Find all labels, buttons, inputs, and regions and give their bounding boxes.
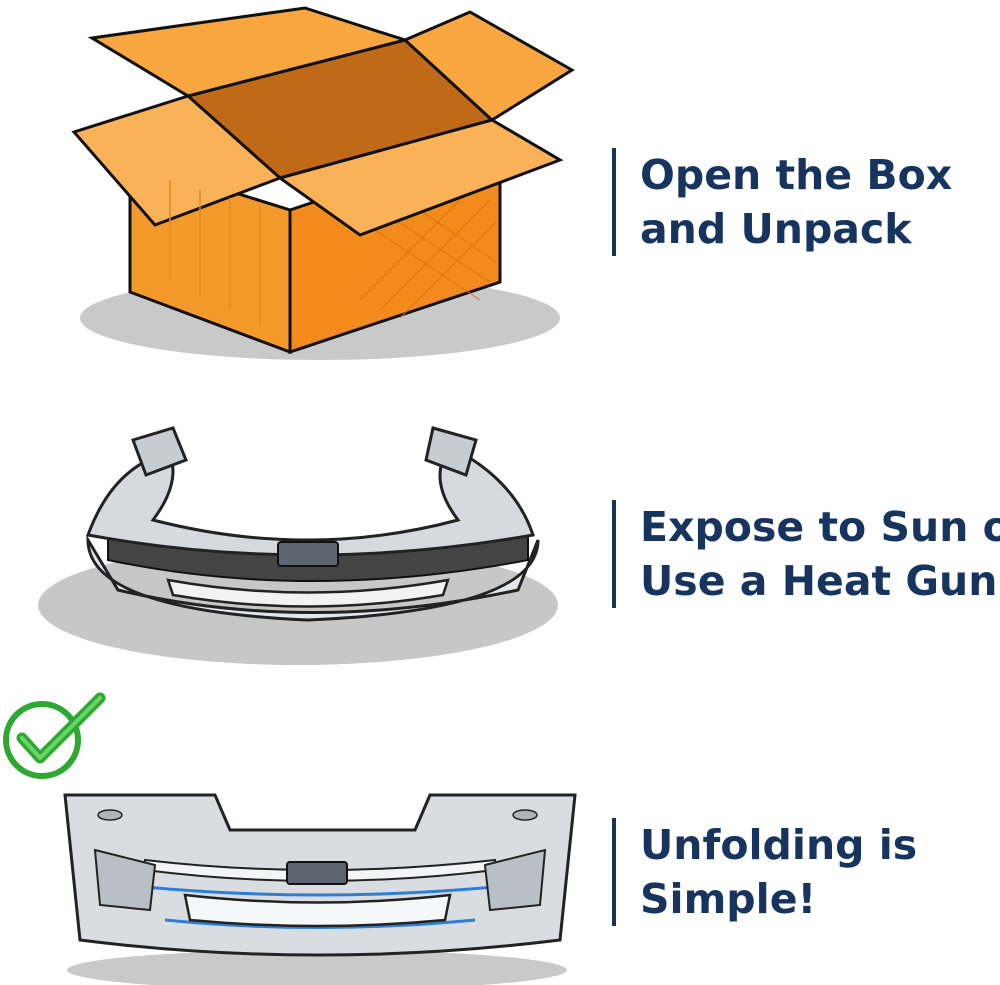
open-box-illustration bbox=[71, 6, 575, 360]
step-2-caption: Expose to Sun or Use a Heat Gun bbox=[612, 500, 1000, 608]
step-3-caption-line-1: Unfolding is bbox=[640, 821, 918, 869]
step-1-caption: Open the Box and Unpack bbox=[612, 148, 952, 256]
step-1-caption-line-1: Open the Box bbox=[640, 151, 953, 199]
step-1-caption-line-2: and Unpack bbox=[640, 205, 912, 253]
unfolded-bumper-illustration bbox=[63, 793, 577, 985]
step-2-caption-line-1: Expose to Sun or bbox=[640, 503, 1000, 551]
step-2-caption-line-2: Use a Heat Gun bbox=[640, 557, 998, 605]
step-3-caption-line-2: Simple! bbox=[640, 875, 817, 923]
step-3-caption: Unfolding is Simple! bbox=[612, 818, 917, 926]
green-check-icon bbox=[3, 692, 106, 779]
folded-bumper-illustration bbox=[38, 426, 558, 665]
